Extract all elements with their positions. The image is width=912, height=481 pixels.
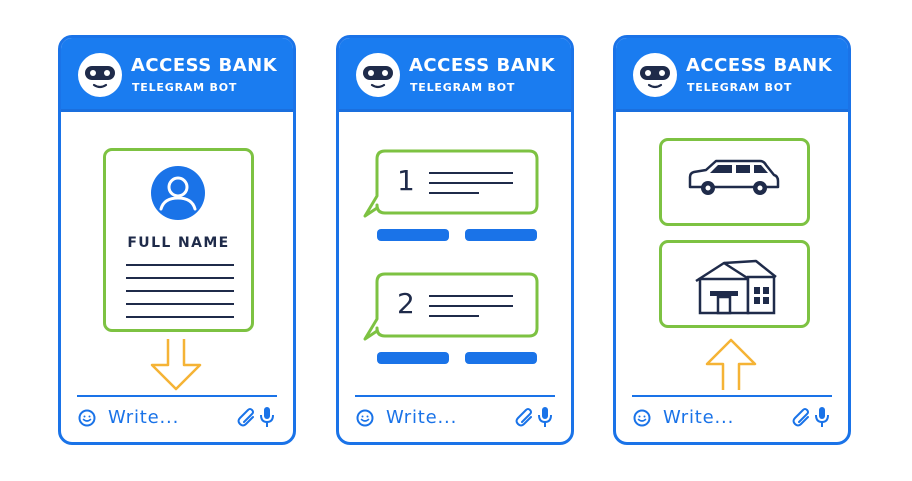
robot-avatar-icon [633, 53, 677, 97]
chat-screen-profile: ACCESS BANK TELEGRAM BOT FULL NAME Write… [58, 35, 296, 445]
microphone-icon[interactable] [814, 406, 830, 428]
chat-header: ACCESS BANK TELEGRAM BOT [339, 38, 571, 112]
header-divider [616, 109, 848, 112]
microphone-icon[interactable] [537, 406, 553, 428]
text-line [429, 182, 513, 184]
composer-divider [632, 395, 832, 397]
message-input[interactable]: Write... [663, 407, 735, 428]
paperclip-icon[interactable] [792, 407, 812, 427]
paperclip-icon[interactable] [515, 407, 535, 427]
text-line [126, 277, 234, 279]
chat-screen-assets: ACCESS BANK TELEGRAM BOT [613, 35, 851, 445]
paperclip-icon[interactable] [237, 407, 257, 427]
header-divider [61, 109, 293, 112]
option-number: 2 [397, 287, 415, 320]
text-line [126, 264, 234, 266]
reply-button[interactable] [377, 352, 449, 364]
robot-avatar-icon [78, 53, 122, 97]
bot-subtitle: TELEGRAM BOT [132, 81, 238, 94]
bot-name: ACCESS BANK [409, 55, 556, 76]
house-icon [695, 259, 777, 315]
bot-name: ACCESS BANK [686, 55, 833, 76]
chat-header: ACCESS BANK TELEGRAM BOT [61, 38, 293, 112]
text-line [126, 316, 234, 318]
smile-icon[interactable] [633, 409, 651, 427]
header-divider [339, 109, 571, 112]
car-card[interactable] [659, 138, 810, 226]
text-line [429, 295, 513, 297]
bubble-outline [363, 149, 539, 218]
smile-icon[interactable] [356, 409, 374, 427]
message-input[interactable]: Write... [108, 407, 180, 428]
text-line [429, 172, 513, 174]
message-input[interactable]: Write... [386, 407, 458, 428]
profile-card: FULL NAME [103, 148, 254, 332]
bubble-outline [363, 272, 539, 341]
full-name-label: FULL NAME [127, 235, 230, 251]
smile-icon[interactable] [78, 409, 96, 427]
arrow-down-icon [150, 339, 202, 391]
reply-button[interactable] [377, 229, 449, 241]
house-card[interactable] [659, 240, 810, 328]
reply-button[interactable] [465, 352, 537, 364]
text-line [429, 315, 479, 317]
car-icon [688, 159, 780, 195]
chat-screen-options: ACCESS BANK TELEGRAM BOT 1 2 Write... [336, 35, 574, 445]
reply-button[interactable] [465, 229, 537, 241]
text-line [429, 305, 513, 307]
text-line [126, 290, 234, 292]
chat-header: ACCESS BANK TELEGRAM BOT [616, 38, 848, 112]
option-number: 1 [397, 164, 415, 197]
text-line [126, 303, 234, 305]
arrow-up-icon [705, 338, 757, 390]
robot-avatar-icon [356, 53, 400, 97]
message-bubble: 1 [361, 148, 541, 220]
bot-subtitle: TELEGRAM BOT [687, 81, 793, 94]
microphone-icon[interactable] [259, 406, 275, 428]
bot-subtitle: TELEGRAM BOT [410, 81, 516, 94]
text-line [429, 192, 479, 194]
user-avatar-icon [151, 166, 205, 220]
message-bubble: 2 [361, 271, 541, 343]
composer-divider [77, 395, 277, 397]
bot-name: ACCESS BANK [131, 55, 278, 76]
composer-divider [355, 395, 555, 397]
